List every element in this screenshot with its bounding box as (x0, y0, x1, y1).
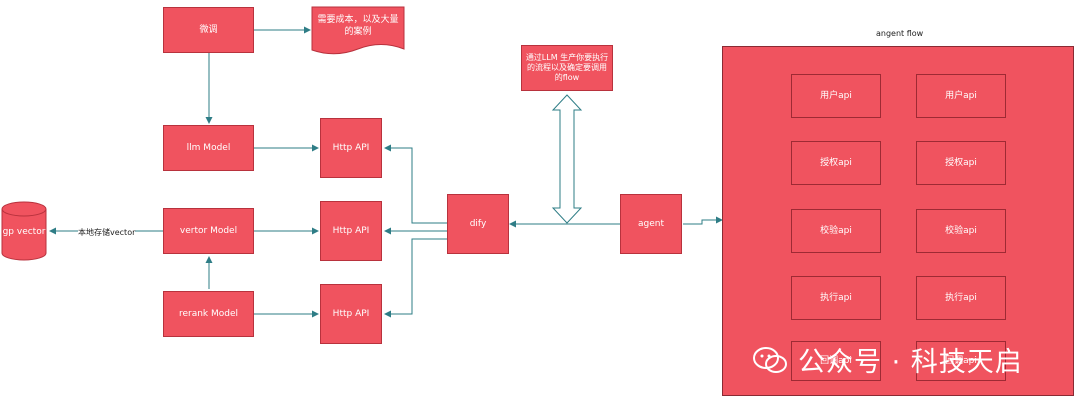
llm-note-node: 通过LLM 生产你要执行的流程以及确定要调用的flow (521, 45, 613, 91)
flow-title: angent flow (876, 29, 924, 38)
flow-c1-user-api: 用户api (791, 74, 881, 118)
rerank-model-node: rerank Model (163, 291, 254, 337)
watermark-text: 公众号 · 科技天启 (798, 347, 1023, 378)
cost-note-shape (311, 6, 405, 55)
vector-model-node: vertor Model (163, 208, 254, 254)
dify-node: dify (447, 194, 509, 254)
flow-c2-user-api: 用户api (916, 74, 1006, 118)
watermark: 公众号 · 科技天启 (752, 340, 1023, 379)
flow-c1-auth-api: 授权api (791, 141, 881, 185)
flow-c2-verify-api: 校验api (916, 209, 1006, 253)
flow-c2-auth-api: 授权api (916, 141, 1006, 185)
http-api-node-1: Http API (320, 118, 382, 178)
http-api-node-3: Http API (320, 284, 382, 344)
flow-c1-verify-api: 校验api (791, 209, 881, 253)
flow-container (722, 46, 1074, 396)
edge-dify-http3 (384, 238, 447, 318)
flow-c1-exec-api: 执行api (791, 276, 881, 320)
agent-node: agent (620, 194, 682, 254)
llm-model-node: llm Model (163, 125, 254, 171)
gp-vector-label: gp vector (2, 227, 46, 237)
cost-note-text: 需要成本，以及大量的案例 (317, 15, 399, 37)
edge-dify-http1 (384, 144, 447, 224)
gp-vector-cylinder (1, 201, 47, 261)
flow-c1-callback-api: 回调api (791, 341, 881, 381)
flow-c2-callback-api: 回调api (916, 341, 1006, 381)
weitiao-node: 微调 (163, 7, 254, 53)
edge-agent-flow (683, 216, 723, 225)
flow-c2-exec-api: 执行api (916, 276, 1006, 320)
store-vector-label: 本地存储vector (78, 227, 136, 238)
http-api-node-2: Http API (320, 201, 382, 261)
wechat-icon (752, 345, 788, 375)
double-arrow (551, 94, 583, 224)
